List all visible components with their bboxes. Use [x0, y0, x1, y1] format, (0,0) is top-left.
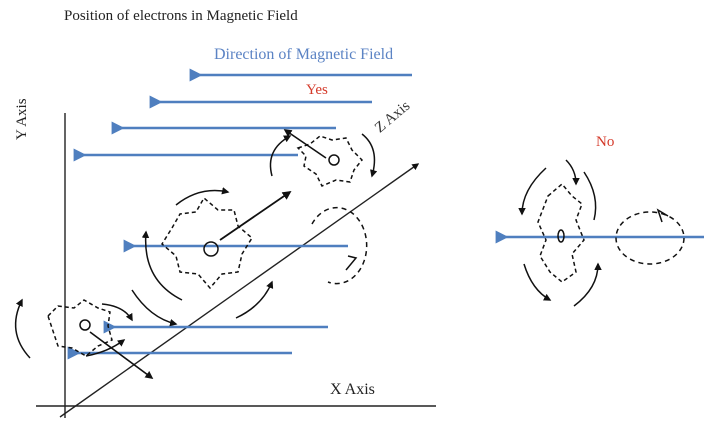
electron-orbit-middle — [132, 191, 367, 324]
motion-arrow — [90, 332, 152, 378]
motion-arrow — [220, 192, 290, 240]
electron-orbit-right — [522, 160, 684, 306]
electron — [80, 320, 90, 330]
field-direction-label: Direction of Magnetic Field — [214, 46, 393, 64]
diagram-title: Position of electrons in Magnetic Field — [64, 8, 298, 25]
spin-arrow — [16, 300, 30, 358]
yes-label: Yes — [306, 82, 328, 99]
spin-arrow — [522, 168, 546, 214]
electron — [329, 155, 339, 165]
axes — [36, 113, 436, 418]
spin-arrow — [574, 264, 598, 306]
spin-arrow — [102, 304, 132, 320]
spin-arrow — [132, 290, 176, 324]
spin-arrow — [584, 172, 596, 220]
electron — [204, 242, 218, 256]
star-orbit-dashed — [298, 136, 362, 186]
spin-arrow — [524, 264, 550, 300]
y-axis-label: Y Axis — [14, 98, 31, 140]
no-label: No — [596, 134, 614, 151]
spin-arrow-small — [346, 256, 356, 270]
star-orbit-dashed — [48, 300, 112, 356]
spin-arrow — [362, 134, 374, 176]
electron-orbit-upper — [270, 130, 374, 186]
spin-arrow — [566, 160, 576, 184]
spin-arrow-small — [658, 210, 668, 222]
z-axis-line — [60, 164, 418, 417]
x-axis-label: X Axis — [330, 381, 375, 399]
star-orbit-dashed — [538, 184, 584, 282]
spin-arrow — [146, 232, 182, 300]
spin-arrow — [236, 282, 272, 318]
